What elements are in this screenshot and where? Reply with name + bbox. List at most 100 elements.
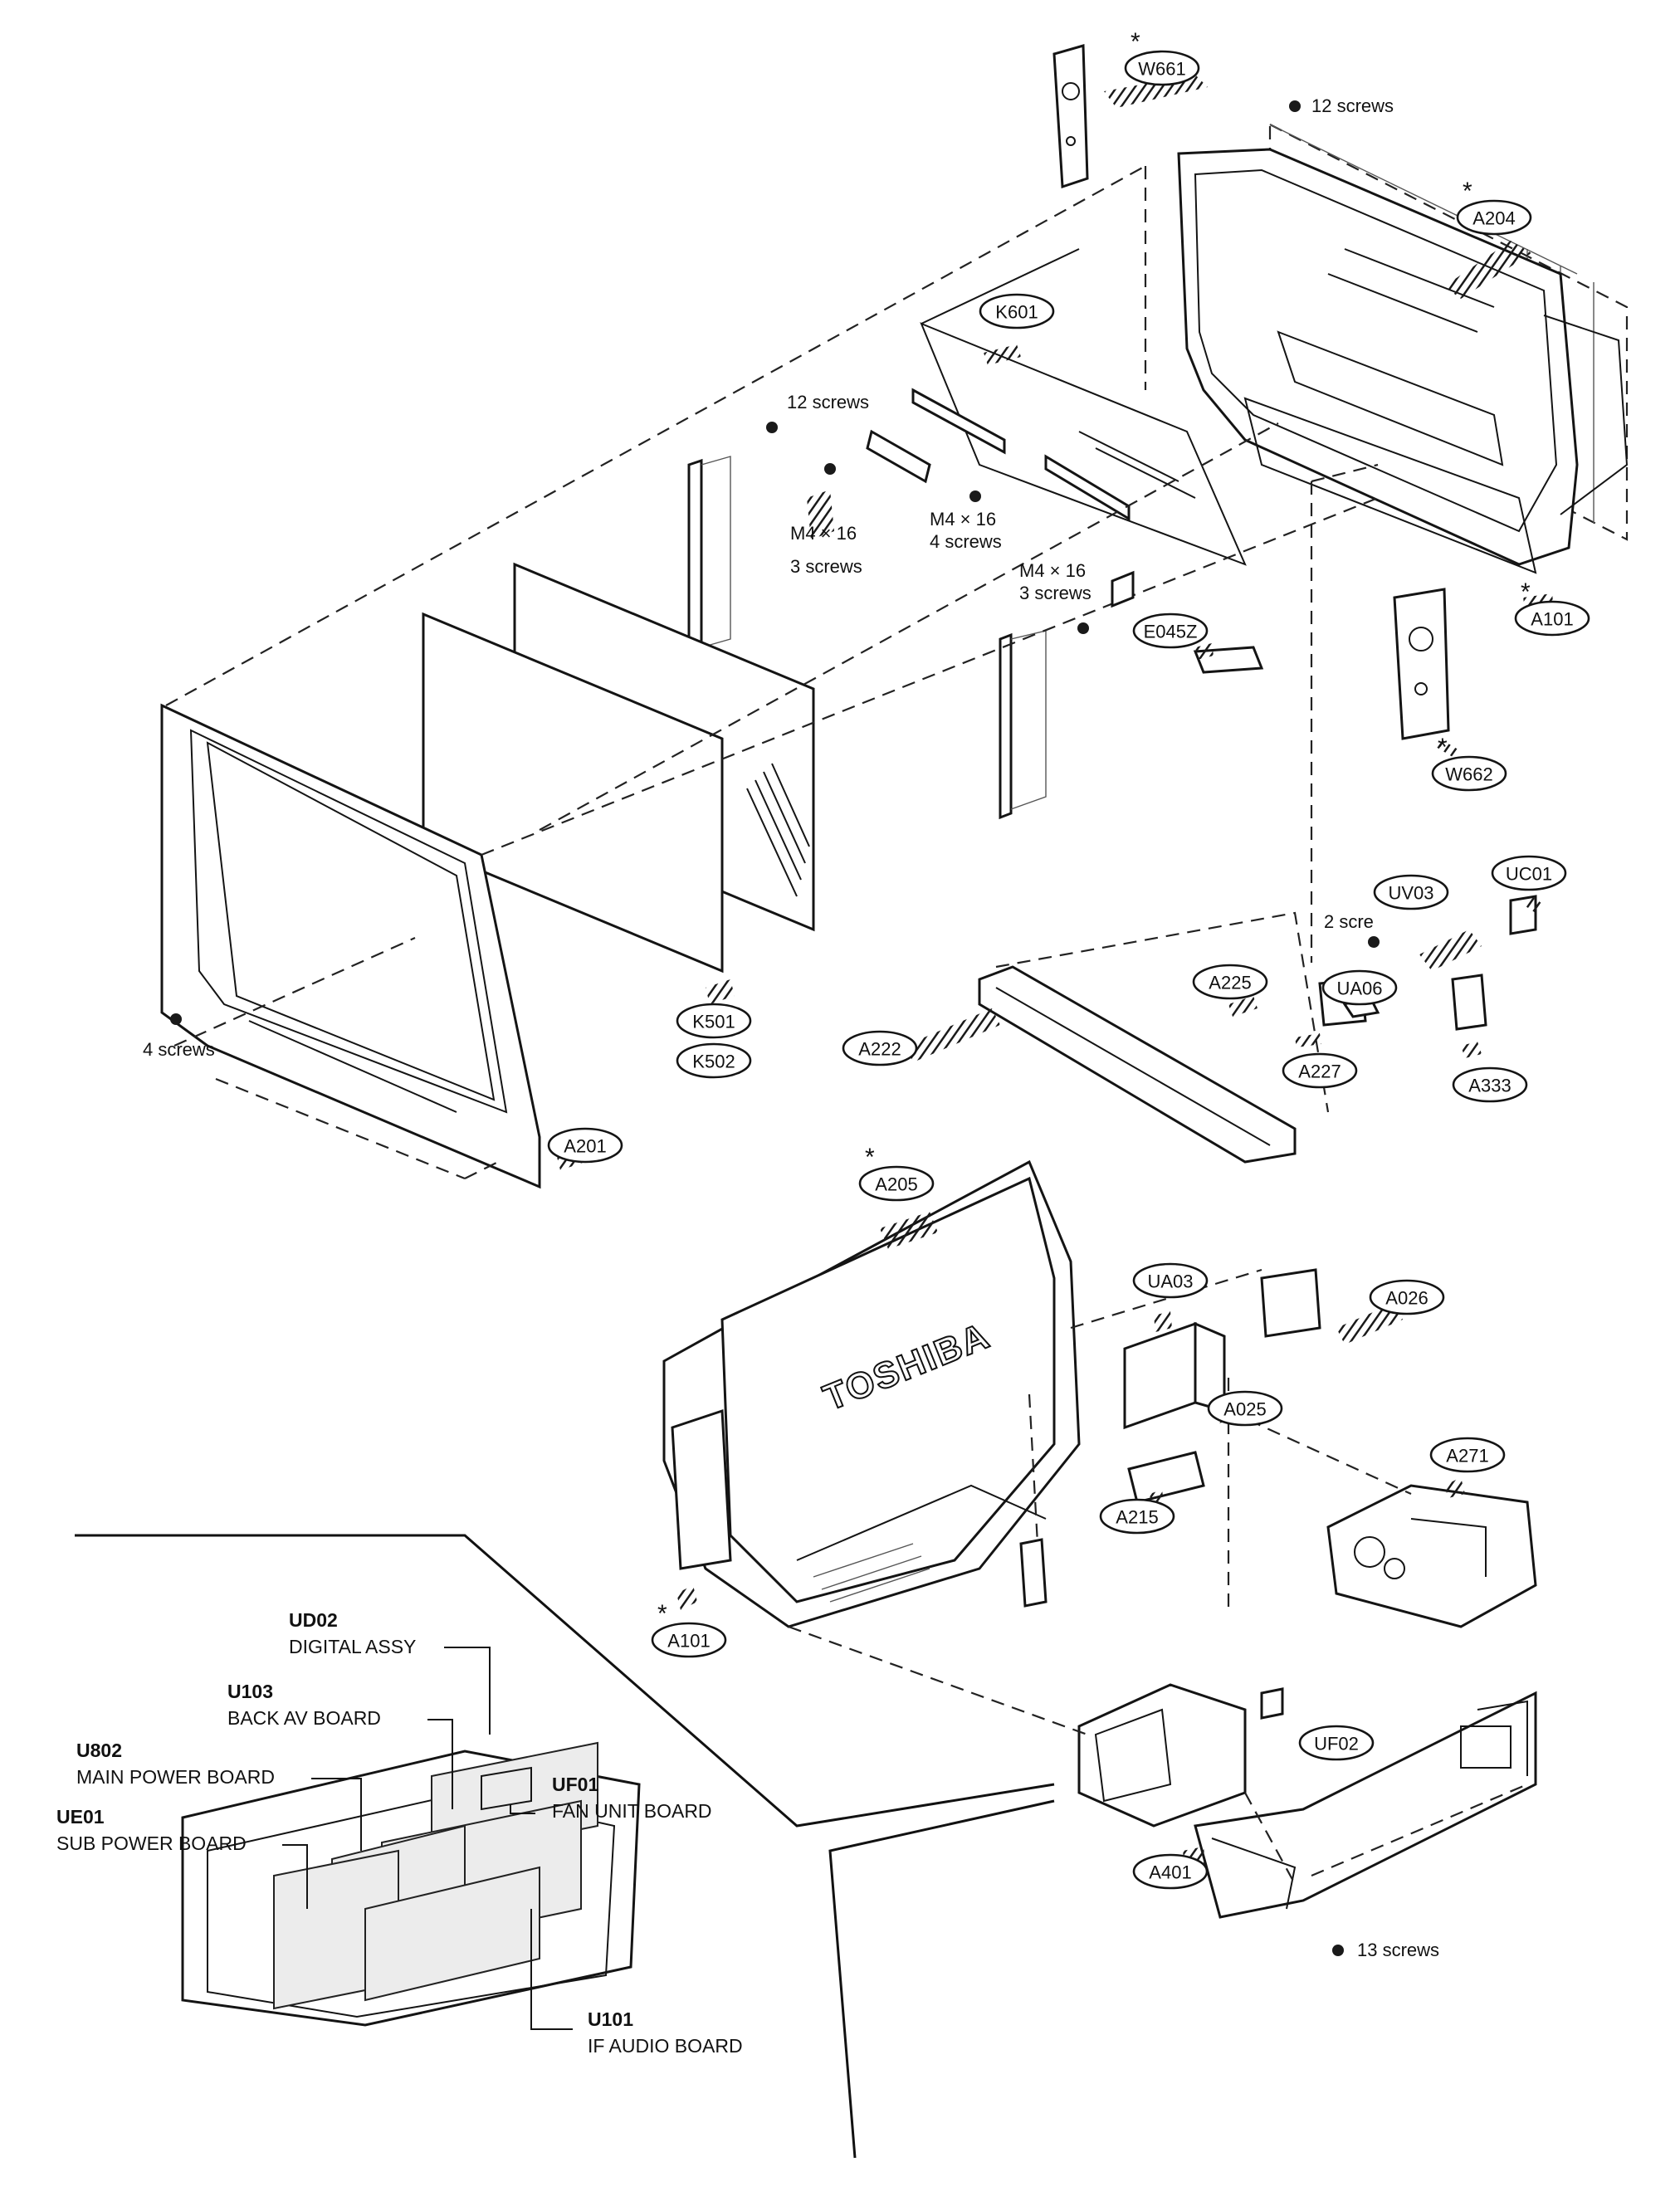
screw-icon xyxy=(1368,936,1380,948)
callout-label: UA03 xyxy=(1147,1271,1193,1292)
callout-label: E045Z xyxy=(1144,622,1198,642)
chassis-a271 xyxy=(1326,1484,1537,1628)
screens-k501-k502 xyxy=(422,562,815,974)
callout-w661: W661 * xyxy=(1124,28,1200,86)
callout-label: UC01 xyxy=(1506,864,1552,885)
callout-label: A333 xyxy=(1468,1076,1511,1096)
callout-a222: A222 xyxy=(842,1030,918,1066)
callout-label: A101 xyxy=(1531,609,1573,630)
callout-a201: A201 xyxy=(547,1127,623,1164)
callout-label: UA06 xyxy=(1336,978,1382,999)
board-code: UF01 xyxy=(552,1774,598,1795)
notes: 12 screws 12 screws M4 × 16 3 screws M4 … xyxy=(143,95,1439,1960)
screw-markers xyxy=(170,100,1380,1956)
callout-a205: A205* xyxy=(858,1144,935,1202)
back-panel-a401 xyxy=(1194,1691,1537,1919)
callout-label: K601 xyxy=(995,302,1038,323)
board-frame xyxy=(1077,1683,1284,1828)
lower-exploded-view xyxy=(662,1159,1537,1919)
callout-bubble xyxy=(1132,1853,1209,1890)
callout-label: A026 xyxy=(1385,1288,1428,1309)
callout-bubble xyxy=(1321,969,1398,1006)
note-m4-c-count: 3 screws xyxy=(1019,583,1092,603)
note-screws-two: 2 scre xyxy=(1324,911,1374,932)
board-label-ue01: UE01 SUB POWER BOARD xyxy=(56,1806,247,1854)
callout-label: A204 xyxy=(1472,208,1515,229)
board-name: MAIN POWER BOARD xyxy=(76,1766,275,1788)
inset-leaders xyxy=(282,1647,573,2030)
note-screws-front: 4 screws xyxy=(143,1039,215,1060)
board-code: U103 xyxy=(227,1681,273,1702)
callout-bubble xyxy=(979,293,1055,329)
callout-label: W661 xyxy=(1138,59,1185,80)
note-screws-top: 12 screws xyxy=(1311,95,1394,116)
note-screws-bottom: 13 screws xyxy=(1357,1940,1439,1960)
callout-uv03: UV03 xyxy=(1373,874,1449,910)
projection-lines xyxy=(165,165,1379,1180)
callout-bubble xyxy=(651,1622,727,1658)
callout-bubble xyxy=(1298,1725,1375,1761)
board-name: SUB POWER BOARD xyxy=(56,1833,247,1854)
callout-a026: A026 xyxy=(1369,1279,1445,1315)
callout-label: A205 xyxy=(875,1174,917,1195)
callout-bubble xyxy=(1282,1052,1358,1089)
callout-label: A101 xyxy=(667,1631,710,1652)
board-code: U101 xyxy=(588,2008,633,2030)
light-box-ua03 xyxy=(1019,1268,1321,1608)
star-mark-icon: * xyxy=(1131,28,1140,56)
board-code: U802 xyxy=(76,1740,122,1761)
screw-icon xyxy=(766,422,778,433)
callout-bubble xyxy=(1429,1437,1506,1473)
callout-k501: K501 xyxy=(676,1003,752,1039)
board-label-u802: U802 MAIN POWER BOARD xyxy=(76,1740,275,1788)
callout-a271: A271 xyxy=(1429,1437,1506,1473)
callout-bubble xyxy=(1132,612,1209,649)
callout-bubble xyxy=(858,1165,935,1202)
callout-a225: A225 xyxy=(1192,964,1268,1000)
screw-icon xyxy=(1289,100,1301,112)
board-label-u101: U101 IF AUDIO BOARD xyxy=(588,2008,743,2057)
callout-bubble xyxy=(1431,755,1507,792)
upper-exploded-view xyxy=(160,44,1629,1189)
board-name: IF AUDIO BOARD xyxy=(588,2035,743,2057)
callout-bubble xyxy=(1456,199,1532,236)
callout-bubble xyxy=(1369,1279,1445,1315)
callout-layer: W661*A204*K601A101*E045ZW662*UC01UV03A22… xyxy=(547,28,1590,1890)
callout-k502: K502 xyxy=(676,1042,752,1079)
bracket-w662 xyxy=(1393,588,1450,740)
callout-label: A222 xyxy=(858,1039,901,1060)
callout-uc01: UC01 xyxy=(1491,855,1567,891)
callout-bubble xyxy=(1132,1262,1209,1299)
callout-wedges xyxy=(556,75,1554,1867)
note-screws-mid: 12 screws xyxy=(787,392,869,412)
bottom-rail-a222 xyxy=(978,570,1537,1164)
board-label-ud02: UD02 DIGITAL ASSY xyxy=(289,1609,416,1657)
star-mark-icon: * xyxy=(1438,734,1448,761)
board-code: UE01 xyxy=(56,1806,105,1828)
screw-icon xyxy=(1077,622,1089,634)
note-m4-c-size: M4 × 16 xyxy=(1019,560,1086,581)
callout-bubble xyxy=(1452,1066,1528,1103)
callout-label: A215 xyxy=(1116,1507,1158,1528)
callout-a101: A101* xyxy=(651,1600,727,1658)
star-mark-icon: * xyxy=(865,1144,875,1171)
board-name: DIGITAL ASSY xyxy=(289,1636,416,1657)
board-name: FAN UNIT BOARD xyxy=(552,1800,712,1822)
callout-ua06: UA06 xyxy=(1321,969,1398,1006)
screw-bundle-icon xyxy=(807,490,834,539)
callout-a204: A204* xyxy=(1456,178,1532,236)
screw-icon xyxy=(1332,1945,1344,1956)
callout-bubble xyxy=(1491,855,1567,891)
callout-a333: A333 xyxy=(1452,1066,1528,1103)
callout-uf02: UF02 xyxy=(1298,1725,1375,1761)
note-m4-a-count: 3 screws xyxy=(790,556,862,577)
mounting-rails xyxy=(866,388,1131,521)
callout-label: A401 xyxy=(1149,1862,1191,1883)
callout-bubble xyxy=(1192,964,1268,1000)
callout-w662: W662* xyxy=(1431,734,1507,792)
callout-label: A025 xyxy=(1223,1399,1266,1420)
note-m4-a-size: M4 × 16 xyxy=(790,523,857,544)
star-mark-icon: * xyxy=(657,1600,667,1628)
callout-k601: K601 xyxy=(979,293,1055,329)
